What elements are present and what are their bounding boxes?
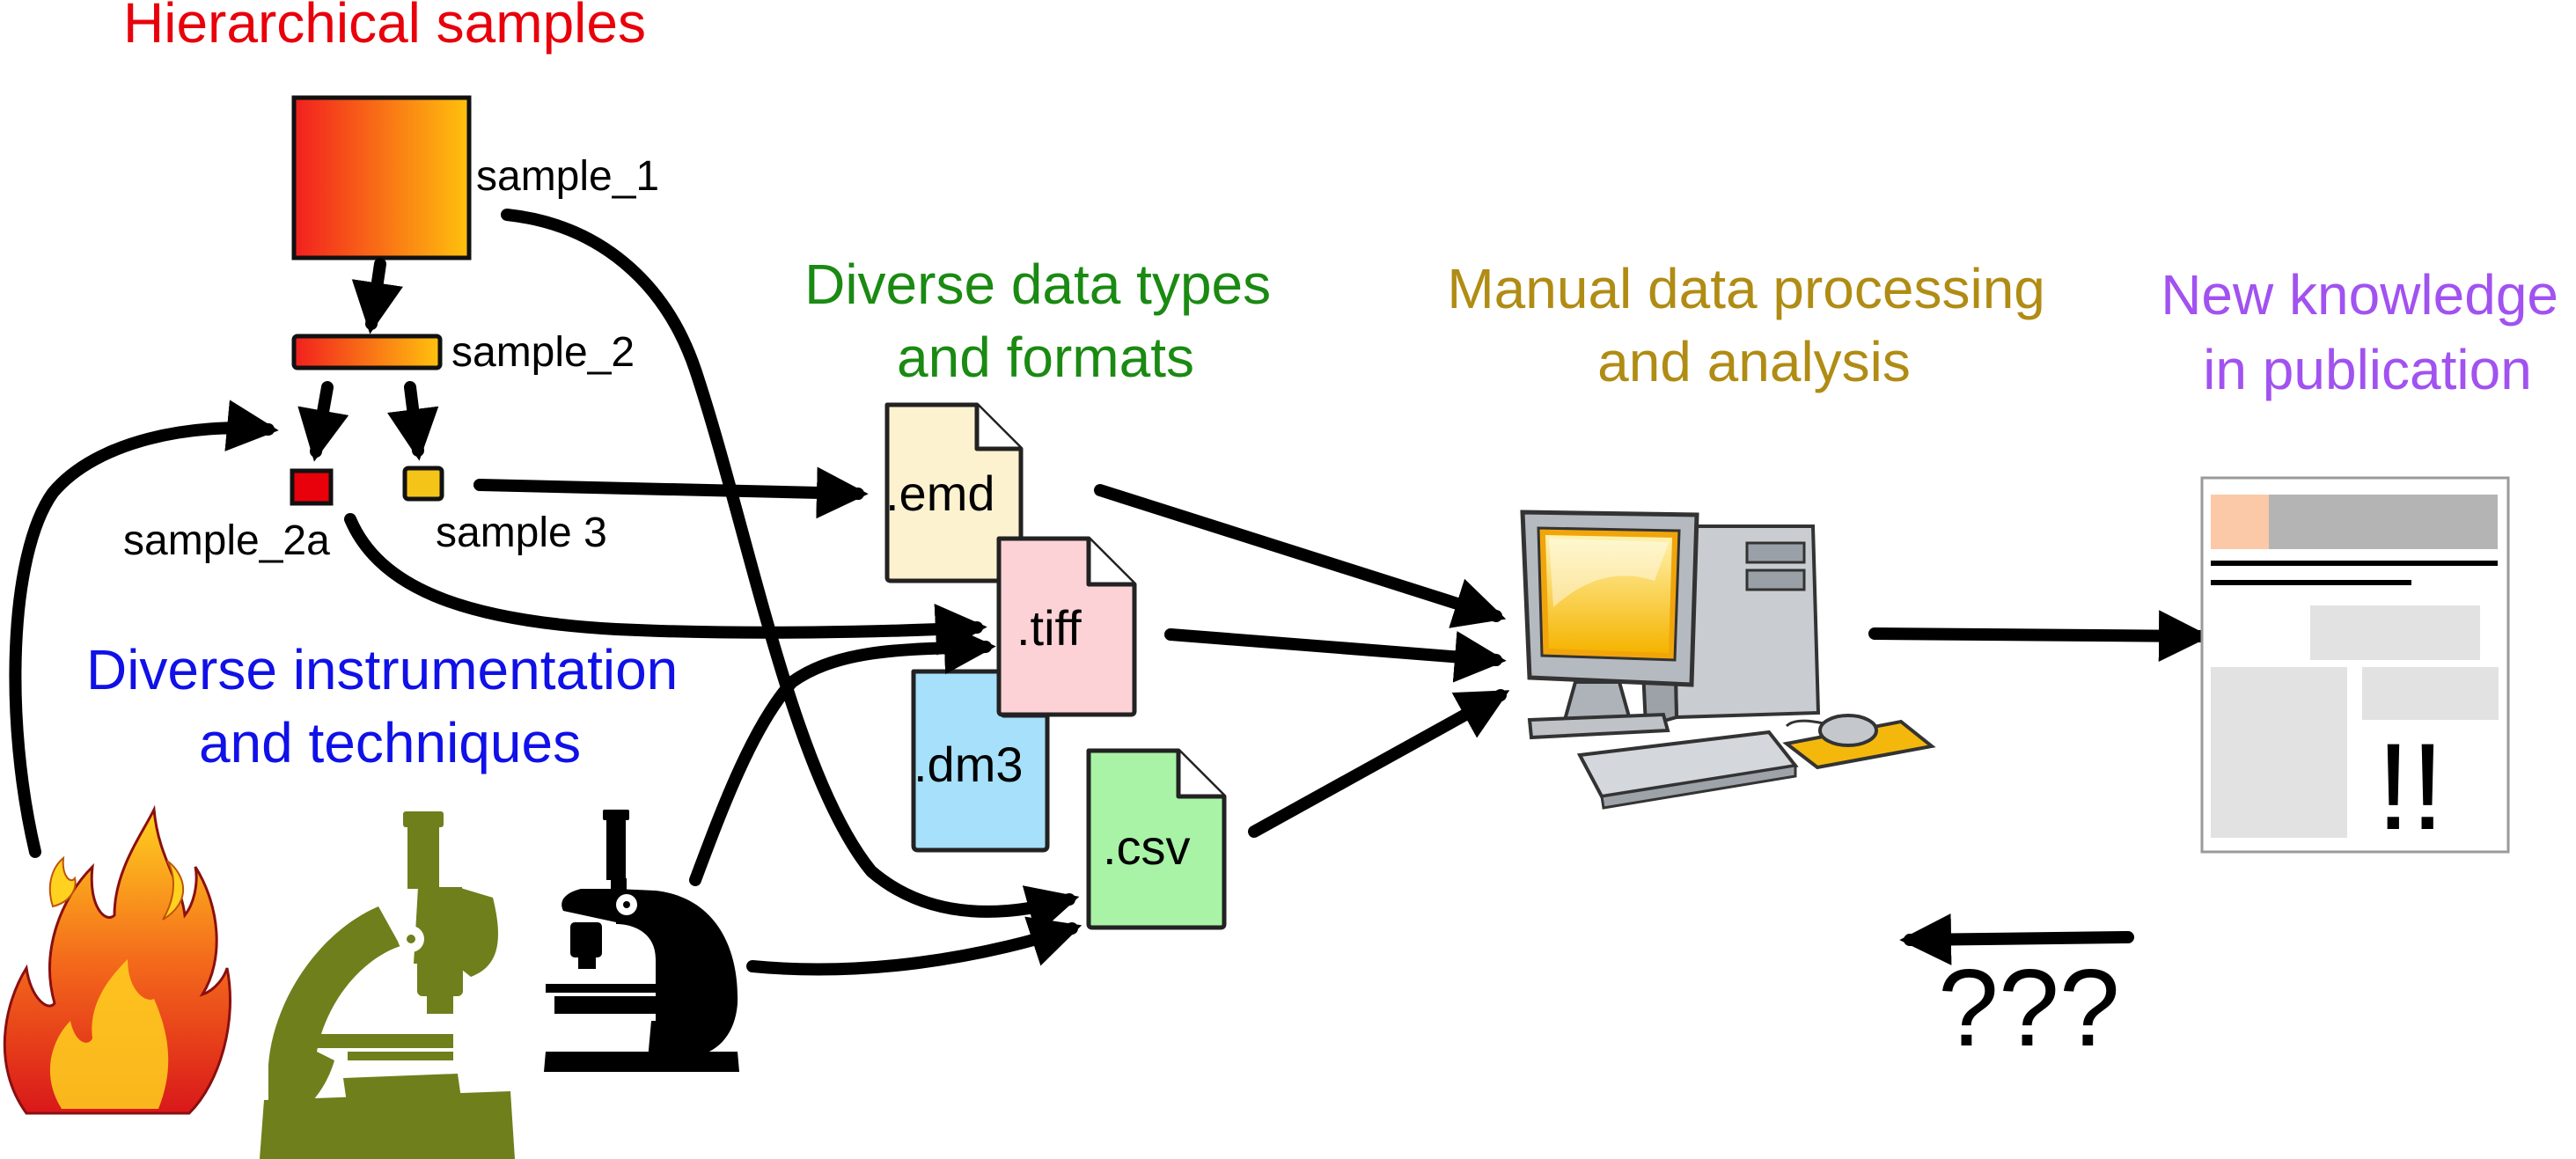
- instruments-heading: Diverse instrumentation and techniques: [86, 638, 694, 774]
- knowledge-heading-line-2: in publication: [2203, 338, 2532, 401]
- arrow-microscope-to-tiff: [689, 622, 996, 886]
- arrow-sample2-to-sample2a: [297, 381, 349, 462]
- fire-icon: [3, 804, 231, 1115]
- arrow-microscope-to-csv: [746, 916, 1083, 976]
- arrow-sample3-to-emd: [473, 466, 869, 519]
- data-types-heading: Diverse data types and formats: [804, 253, 1287, 389]
- data-types-heading-line-2: and formats: [897, 326, 1194, 389]
- instruments-heading-line-1: Diverse instrumentation: [86, 638, 678, 701]
- sample-1-label: sample_1: [476, 153, 659, 200]
- knowledge-heading-line-1: New knowledge: [2161, 263, 2558, 326]
- feedback-question-marks: ???: [1938, 948, 2120, 1069]
- samples-heading: Hierarchical samples: [123, 0, 646, 55]
- arrow-emd-to-computer: [1094, 484, 1507, 628]
- sample-3-box: [402, 466, 444, 502]
- arrow-csv-to-computer: [1248, 689, 1510, 838]
- publication-page-icon: !!: [2200, 476, 2510, 855]
- sample-2a-label: sample_2a: [123, 517, 330, 564]
- emd-file-label: .emd: [885, 466, 995, 521]
- sample-3-label: sample 3: [436, 510, 607, 556]
- tiff-file-icon: .tiff: [996, 536, 1137, 717]
- arrow-feedback: [1899, 913, 2134, 965]
- arrow-sample2a-to-tiff: [344, 513, 987, 656]
- sample-1-box: [291, 95, 472, 260]
- instruments-heading-line-2: and techniques: [199, 711, 581, 774]
- desktop-computer-icon: [1520, 510, 1936, 810]
- microscope-black-icon: [544, 810, 739, 1072]
- processing-heading-line-1: Manual data processing: [1447, 257, 2045, 320]
- processing-heading: Manual data processing and analysis: [1447, 257, 2060, 393]
- arrow-computer-to-publication: [1868, 610, 2211, 663]
- publication-exclamation: !!: [2376, 717, 2445, 855]
- processing-heading-line-2: and analysis: [1597, 330, 1911, 393]
- csv-file-icon: .csv: [1086, 748, 1227, 930]
- data-types-heading-line-1: Diverse data types: [804, 253, 1271, 316]
- arrow-fire-to-sample2a: [9, 400, 279, 858]
- arrow-sample2-to-sample3: [386, 381, 439, 461]
- sample-2a-box: [290, 468, 334, 506]
- csv-file-label: .csv: [1103, 819, 1191, 875]
- arrow-sample1-to-sample2: [351, 258, 403, 334]
- dm3-file-label: .dm3: [914, 737, 1024, 792]
- arrow-tiff-to-computer: [1164, 628, 1507, 683]
- sample-2-box: [291, 334, 443, 370]
- tiff-file-label: .tiff: [1016, 600, 1082, 656]
- microscope-green-icon: [260, 811, 515, 1159]
- arrow-sample1-to-csv: [501, 209, 1080, 935]
- sample-2-label: sample_2: [451, 329, 635, 376]
- knowledge-heading: New knowledge in publication: [2161, 263, 2574, 401]
